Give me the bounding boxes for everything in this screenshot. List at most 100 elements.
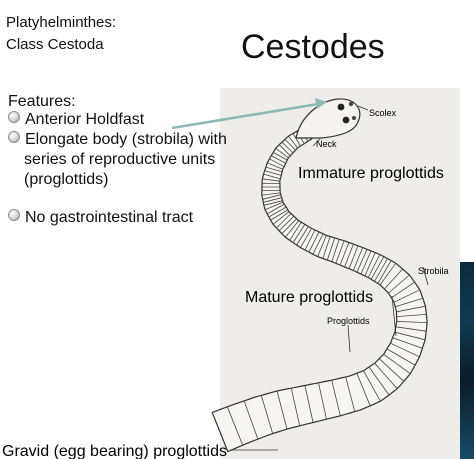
proglottid-segment bbox=[326, 237, 336, 261]
page-title: Cestodes bbox=[241, 28, 385, 66]
label-scolex: Scolex bbox=[369, 108, 397, 118]
feature-item-elongate-body: Elongate body (strobila) with series of … bbox=[8, 130, 227, 190]
proglottid-segment bbox=[261, 192, 281, 196]
worm-segments bbox=[211, 126, 428, 453]
proglottid-segment bbox=[335, 240, 345, 264]
proglottid-segment bbox=[395, 297, 423, 308]
proglottid-segment bbox=[263, 200, 283, 206]
proglottid-segment bbox=[331, 380, 341, 416]
label-immature-proglottids: Immature proglottids bbox=[298, 165, 444, 182]
proglottid-segment bbox=[270, 209, 289, 221]
proglottid-segment bbox=[285, 220, 299, 238]
proglottid-segment bbox=[384, 268, 403, 290]
proglottid-segment bbox=[262, 178, 280, 182]
proglottid-segment bbox=[339, 242, 350, 266]
scolex-head bbox=[295, 98, 361, 139]
proglottid-segment bbox=[276, 213, 292, 229]
label-mature-proglottids: Mature proglottids bbox=[245, 289, 373, 306]
feature-item-anterior-holdfast: Anterior Holdfast bbox=[8, 110, 144, 130]
proglottid-segment bbox=[243, 400, 259, 440]
feature-text: No gastrointestinal tract bbox=[25, 209, 194, 226]
proglottid-segment bbox=[304, 385, 314, 423]
proglottid-segment bbox=[394, 289, 420, 303]
edge-image-strip bbox=[460, 262, 474, 459]
label-proglottids: Proglottids bbox=[327, 316, 370, 326]
proglottid-segment bbox=[356, 373, 371, 406]
proglottid-segment bbox=[388, 274, 410, 294]
proglottid-segment bbox=[308, 231, 320, 253]
proglottid-segment bbox=[317, 235, 327, 257]
proglottid-segment bbox=[396, 321, 428, 323]
proglottid-segment bbox=[392, 337, 423, 349]
proglottid-segment bbox=[378, 358, 405, 382]
proglottid-segment bbox=[383, 353, 411, 375]
proglottid-segment bbox=[377, 260, 392, 284]
proglottid-segment bbox=[265, 166, 283, 173]
label-strobila: Strobila bbox=[418, 266, 449, 276]
sucker-icon bbox=[337, 103, 345, 111]
feature-item-no-gi-tract: No gastrointestinal tract bbox=[8, 208, 193, 228]
proglottid-segment bbox=[379, 262, 397, 286]
bullet-icon bbox=[8, 111, 20, 123]
proglottid-segment bbox=[292, 133, 301, 147]
proglottid-segment bbox=[394, 331, 426, 341]
proglottid-segment bbox=[368, 366, 390, 396]
sucker-icon bbox=[348, 101, 354, 107]
proglottid-segment bbox=[396, 314, 427, 317]
bullet-icon bbox=[8, 209, 20, 221]
proglottid-segment bbox=[318, 382, 327, 420]
sucker-icon bbox=[342, 116, 350, 124]
proglottid-segment bbox=[300, 228, 312, 248]
proglottid-segment bbox=[352, 247, 364, 271]
bullet-icon bbox=[8, 131, 20, 143]
pointer-lines bbox=[230, 105, 429, 451]
proglottid-segment bbox=[268, 206, 287, 218]
feature-text-continued: series of reproductive units bbox=[24, 151, 216, 168]
proglottid-segment bbox=[278, 144, 291, 157]
proglottid-segment bbox=[272, 211, 290, 225]
proglottid-segment bbox=[395, 326, 427, 332]
proglottid-segment bbox=[390, 342, 420, 358]
proglottid-segment bbox=[360, 250, 372, 275]
proglottid-segment bbox=[290, 388, 301, 426]
proglottid-segment bbox=[322, 236, 331, 259]
proglottid-segment bbox=[304, 229, 316, 251]
proglottid-segment bbox=[288, 135, 298, 149]
proglottid-segment bbox=[281, 141, 294, 154]
proglottid-segment bbox=[374, 363, 398, 389]
proglottid-segment bbox=[396, 305, 426, 313]
proglottid-segment bbox=[345, 376, 356, 412]
header-line-1: Platyhelminthes: bbox=[6, 14, 117, 31]
proglottid-segment bbox=[226, 406, 244, 446]
proglottid-segment bbox=[363, 370, 381, 402]
proglottid-segment bbox=[260, 395, 274, 434]
proglottid-segment bbox=[264, 201, 284, 211]
proglottid-segment bbox=[264, 170, 282, 176]
proglottid-segment bbox=[275, 147, 289, 159]
proglottid-segment bbox=[284, 139, 296, 151]
proglottid-segment bbox=[263, 197, 282, 203]
proglottid-segment bbox=[331, 239, 340, 262]
proglottid-segment bbox=[348, 245, 359, 269]
proglottid-segment bbox=[296, 226, 309, 246]
holdfast-arrow bbox=[171, 98, 327, 130]
proglottid-segment bbox=[262, 194, 281, 200]
proglottid-segment bbox=[263, 173, 281, 180]
proglottid-segment bbox=[386, 348, 416, 366]
proglottid-segment bbox=[273, 152, 288, 161]
proglottid-segment bbox=[374, 258, 388, 282]
label-neck: Neck bbox=[316, 139, 337, 149]
sucker-icon bbox=[352, 116, 356, 120]
proglottid-segment bbox=[289, 221, 302, 241]
proglottid-segment bbox=[370, 256, 385, 280]
proglottid-segment bbox=[312, 233, 324, 255]
proglottid-segment bbox=[281, 218, 297, 234]
proglottid-segment bbox=[276, 390, 288, 430]
proglottid-segment bbox=[367, 254, 381, 278]
proglottid-segment bbox=[344, 243, 354, 268]
proglottid-segment bbox=[278, 215, 295, 232]
features-heading: Features: bbox=[8, 93, 76, 110]
proglottid-segment bbox=[267, 162, 283, 170]
feature-text-continued: (proglottids) bbox=[24, 171, 109, 188]
